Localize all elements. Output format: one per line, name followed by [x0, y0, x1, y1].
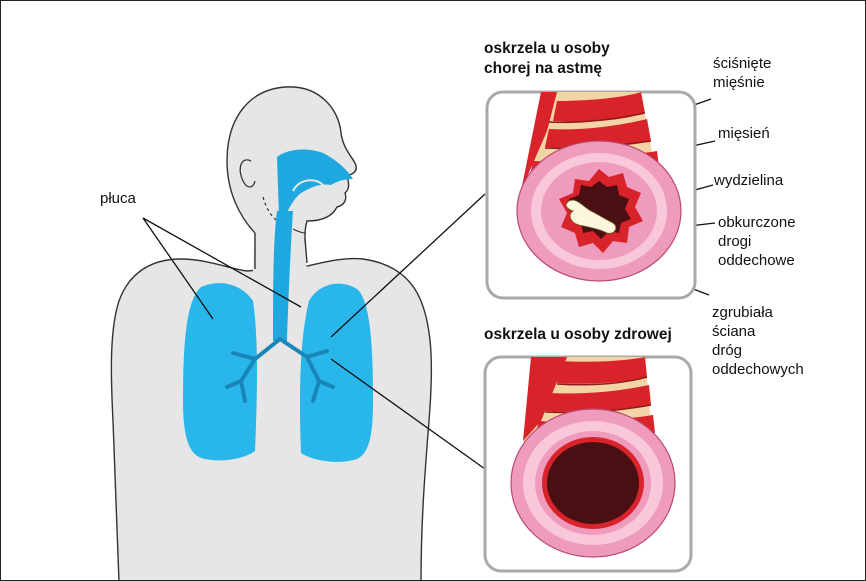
healthy-bronchus-panel [485, 357, 691, 571]
label-thickened-wall-line2: ściana [712, 322, 804, 341]
label-lungs: płuca [100, 189, 136, 208]
label-muscle: mięsień [718, 124, 770, 143]
label-constricted-muscles-line1: ściśnięte [713, 54, 771, 73]
title-asthma-line2: chorej na astmę [484, 59, 610, 79]
label-constricted-airways-line2: drogi [718, 232, 796, 251]
label-constricted-muscles: ściśnięte mięśnie [713, 54, 771, 92]
label-thickened-wall-line1: zgrubiała [712, 303, 804, 322]
right-lung [300, 284, 373, 462]
human-silhouette [111, 87, 431, 581]
label-thickened-wall-line4: oddechowych [712, 360, 804, 379]
body-outline [111, 259, 431, 581]
healthy-lumen [547, 442, 639, 524]
label-constricted-muscles-line2: mięśnie [713, 73, 771, 92]
title-healthy-bronchi: oskrzela u osoby zdrowej [484, 325, 672, 345]
asthma-bronchus-panel [487, 92, 695, 298]
label-constricted-airways-line3: oddechowe [718, 251, 796, 270]
label-thickened-wall-line3: dróg [712, 341, 804, 360]
label-secretion: wydzielina [714, 171, 783, 190]
label-constricted-airways: obkurczone drogi oddechowe [718, 213, 796, 270]
label-thickened-wall: zgrubiała ściana dróg oddechowych [712, 303, 804, 379]
label-constricted-airways-line1: obkurczone [718, 213, 796, 232]
title-asthma-line1: oskrzela u osoby [484, 39, 610, 59]
title-asthma-bronchi: oskrzela u osoby chorej na astmę [484, 39, 610, 79]
